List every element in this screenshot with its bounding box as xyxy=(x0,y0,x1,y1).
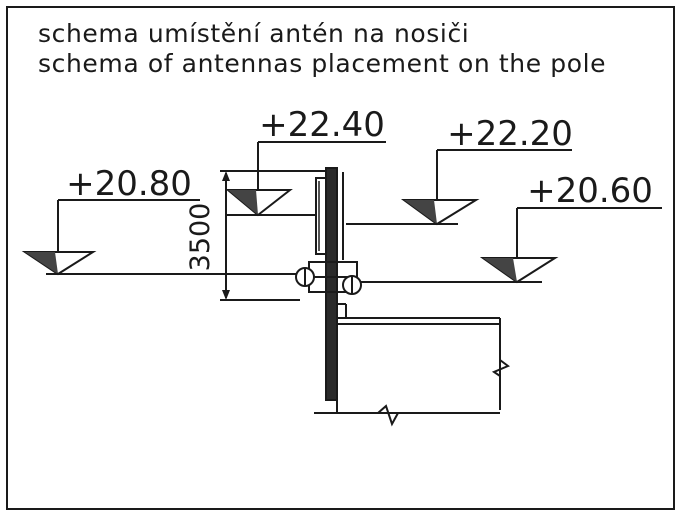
elevation-marker-20-80 xyxy=(21,199,300,276)
dimension-label: 3500 xyxy=(185,203,216,272)
right-dish-antenna xyxy=(342,275,362,295)
left-dish-antenna xyxy=(295,267,315,287)
elevation-label-22-20: +22.20 xyxy=(447,114,573,154)
elevation-marker-20-60 xyxy=(356,207,662,284)
title-english: schema of antennas placement on the pole xyxy=(38,49,607,78)
support-structure xyxy=(314,303,510,427)
elevation-marker-22-40 xyxy=(225,141,386,217)
elevation-label-20-80: +20.80 xyxy=(66,164,192,204)
title-czech: schema umístění antén na nosiči xyxy=(38,19,470,48)
drawing-frame xyxy=(6,6,675,510)
elevation-label-20-60: +20.60 xyxy=(527,171,653,211)
pole xyxy=(325,167,344,401)
dimension-line xyxy=(220,170,330,301)
panel-antenna xyxy=(315,177,327,255)
elevation-marker-22-20 xyxy=(346,149,572,226)
elevation-label-22-40: +22.40 xyxy=(259,105,385,145)
